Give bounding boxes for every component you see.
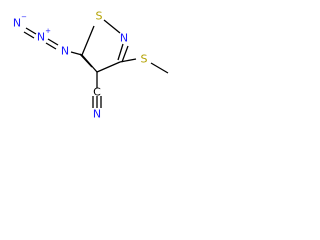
bonds (23, 19, 169, 108)
atom-nitrogen-nitrile: N (93, 108, 101, 121)
bond-s-methyl (150, 62, 169, 74)
bond-azide-n2-n3-b (23, 31, 35, 39)
bond-azide-n1-n2-a (47, 38, 59, 46)
bond-azide-n1-n2-b (45, 42, 57, 50)
bond-s-n-ring (103, 19, 121, 34)
bond-c4-c5-ring-double (79, 53, 93, 68)
bond-c3-c4-ring (96, 61, 121, 73)
bond-n-c3-ring-double (121, 45, 129, 63)
charge-minus-azide-3: − (21, 13, 27, 21)
atom-sulfur-thioether: S (141, 53, 148, 66)
atom-labels: S N S C N N N + N − (13, 10, 148, 121)
atom-nitrogen-ring: N (120, 32, 128, 45)
bond-c3-sme (119, 58, 137, 63)
bond-c5-s-ring (81, 25, 95, 56)
atom-carbon-nitrile: C (93, 86, 101, 99)
atom-sulfur-ring: S (96, 10, 103, 23)
atom-nitrogen-azide-1: N (61, 45, 69, 58)
bond-n-c3-ring (117, 43, 124, 61)
bond-c5-azide (70, 51, 83, 56)
bond-azide-n2-n3-a (25, 27, 37, 35)
atom-nitrogen-azide-3: N (13, 17, 21, 30)
charge-plus-azide-2: + (45, 27, 51, 35)
isothiazole-structure-diagram: S N S C N N N + N − (13, 10, 169, 121)
atom-nitrogen-azide-2: N (37, 31, 45, 44)
